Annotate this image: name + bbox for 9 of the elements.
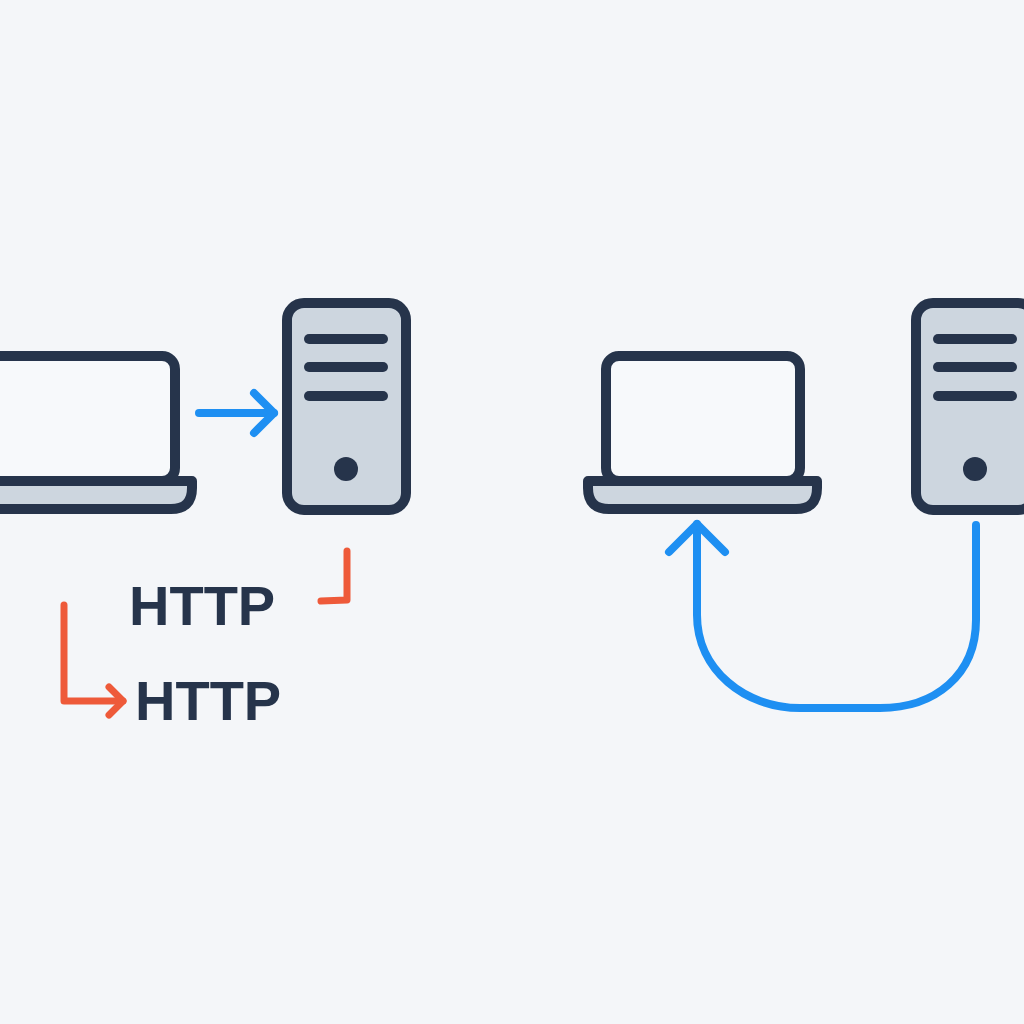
arrow [60, 601, 127, 719]
laptop-icon [583, 351, 822, 514]
server-icon [911, 298, 1024, 515]
protocol-label: HTTP [129, 578, 276, 634]
arrow [195, 389, 278, 437]
protocol-label: HTTP [135, 673, 282, 729]
laptop-icon [0, 351, 197, 514]
curved-arrow [665, 520, 980, 712]
server-icon [282, 298, 411, 515]
